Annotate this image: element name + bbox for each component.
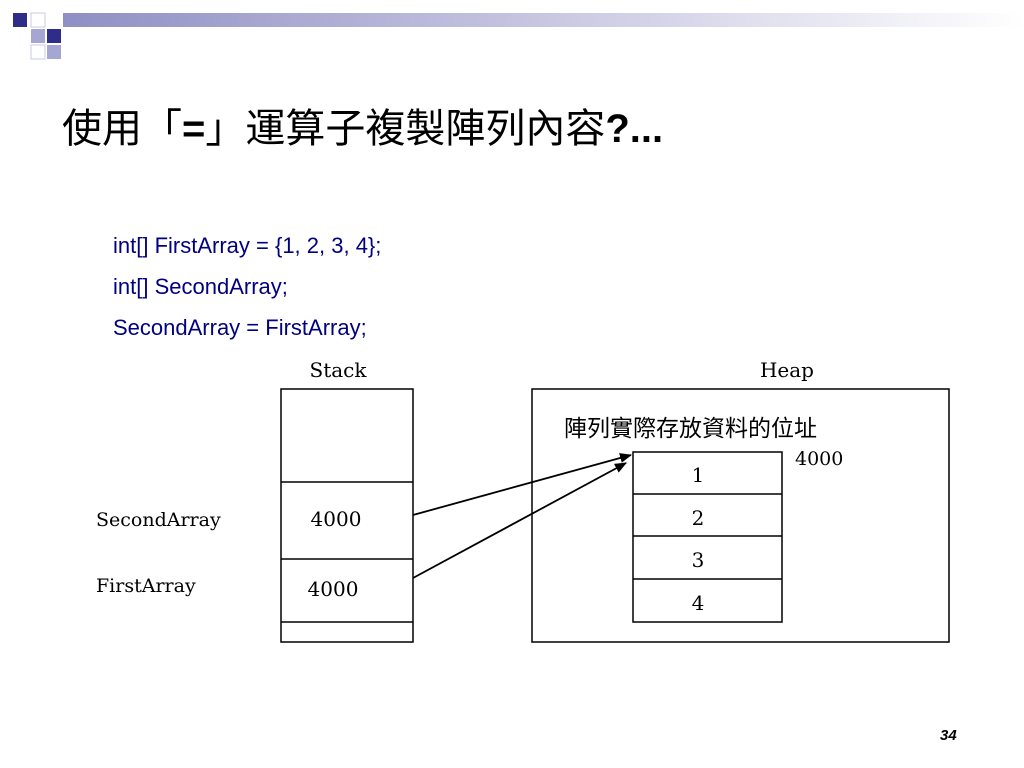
title-part-main: 」運算子複製陣列內容 [205, 106, 606, 152]
array-cells [632, 451, 783, 623]
stack-label: Stack [310, 358, 368, 382]
deco-square-outline-2 [30, 44, 46, 60]
deco-square-light-2 [47, 45, 61, 59]
stack-box [280, 388, 414, 643]
var-label-second-array: SecondArray [96, 509, 221, 531]
heap-label: Heap [760, 358, 814, 382]
var-label-first-array: FirstArray [96, 575, 196, 597]
slide-title: 使用「=」運算子複製陣列內容?... [62, 105, 663, 153]
reference-arrow-second [412, 453, 632, 516]
array-cell-1: 1 [692, 463, 705, 487]
heap-address: 4000 [795, 448, 843, 470]
stack-cell-first-value: 4000 [308, 577, 359, 601]
code-line-3: SecondArray = FirstArray; [113, 315, 367, 340]
reference-arrow-first [412, 462, 627, 579]
code-line-1: int[] FirstArray = {1, 2, 3, 4}; [113, 233, 382, 258]
page-number: 34 [940, 727, 957, 744]
deco-square-light-1 [31, 29, 45, 43]
code-line-2: int[] SecondArray; [113, 274, 288, 299]
title-part-suffix: ?... [605, 107, 664, 151]
deco-square-dark-1 [13, 13, 27, 27]
heap-caption: 陣列實際存放資料的位址 [564, 416, 817, 442]
title-part-prefix: 使用「 [62, 106, 182, 152]
stack-cell-second-value: 4000 [311, 507, 362, 531]
array-cell-3: 3 [692, 548, 705, 572]
deco-square-dark-2 [47, 29, 61, 43]
array-cell-4: 4 [692, 591, 705, 615]
slide-decoration [13, 12, 1024, 60]
deco-gradient-bar [63, 13, 1024, 27]
array-cell-2: 2 [692, 506, 705, 530]
deco-square-outline-1 [30, 12, 46, 28]
title-part-operator: = [182, 107, 206, 151]
